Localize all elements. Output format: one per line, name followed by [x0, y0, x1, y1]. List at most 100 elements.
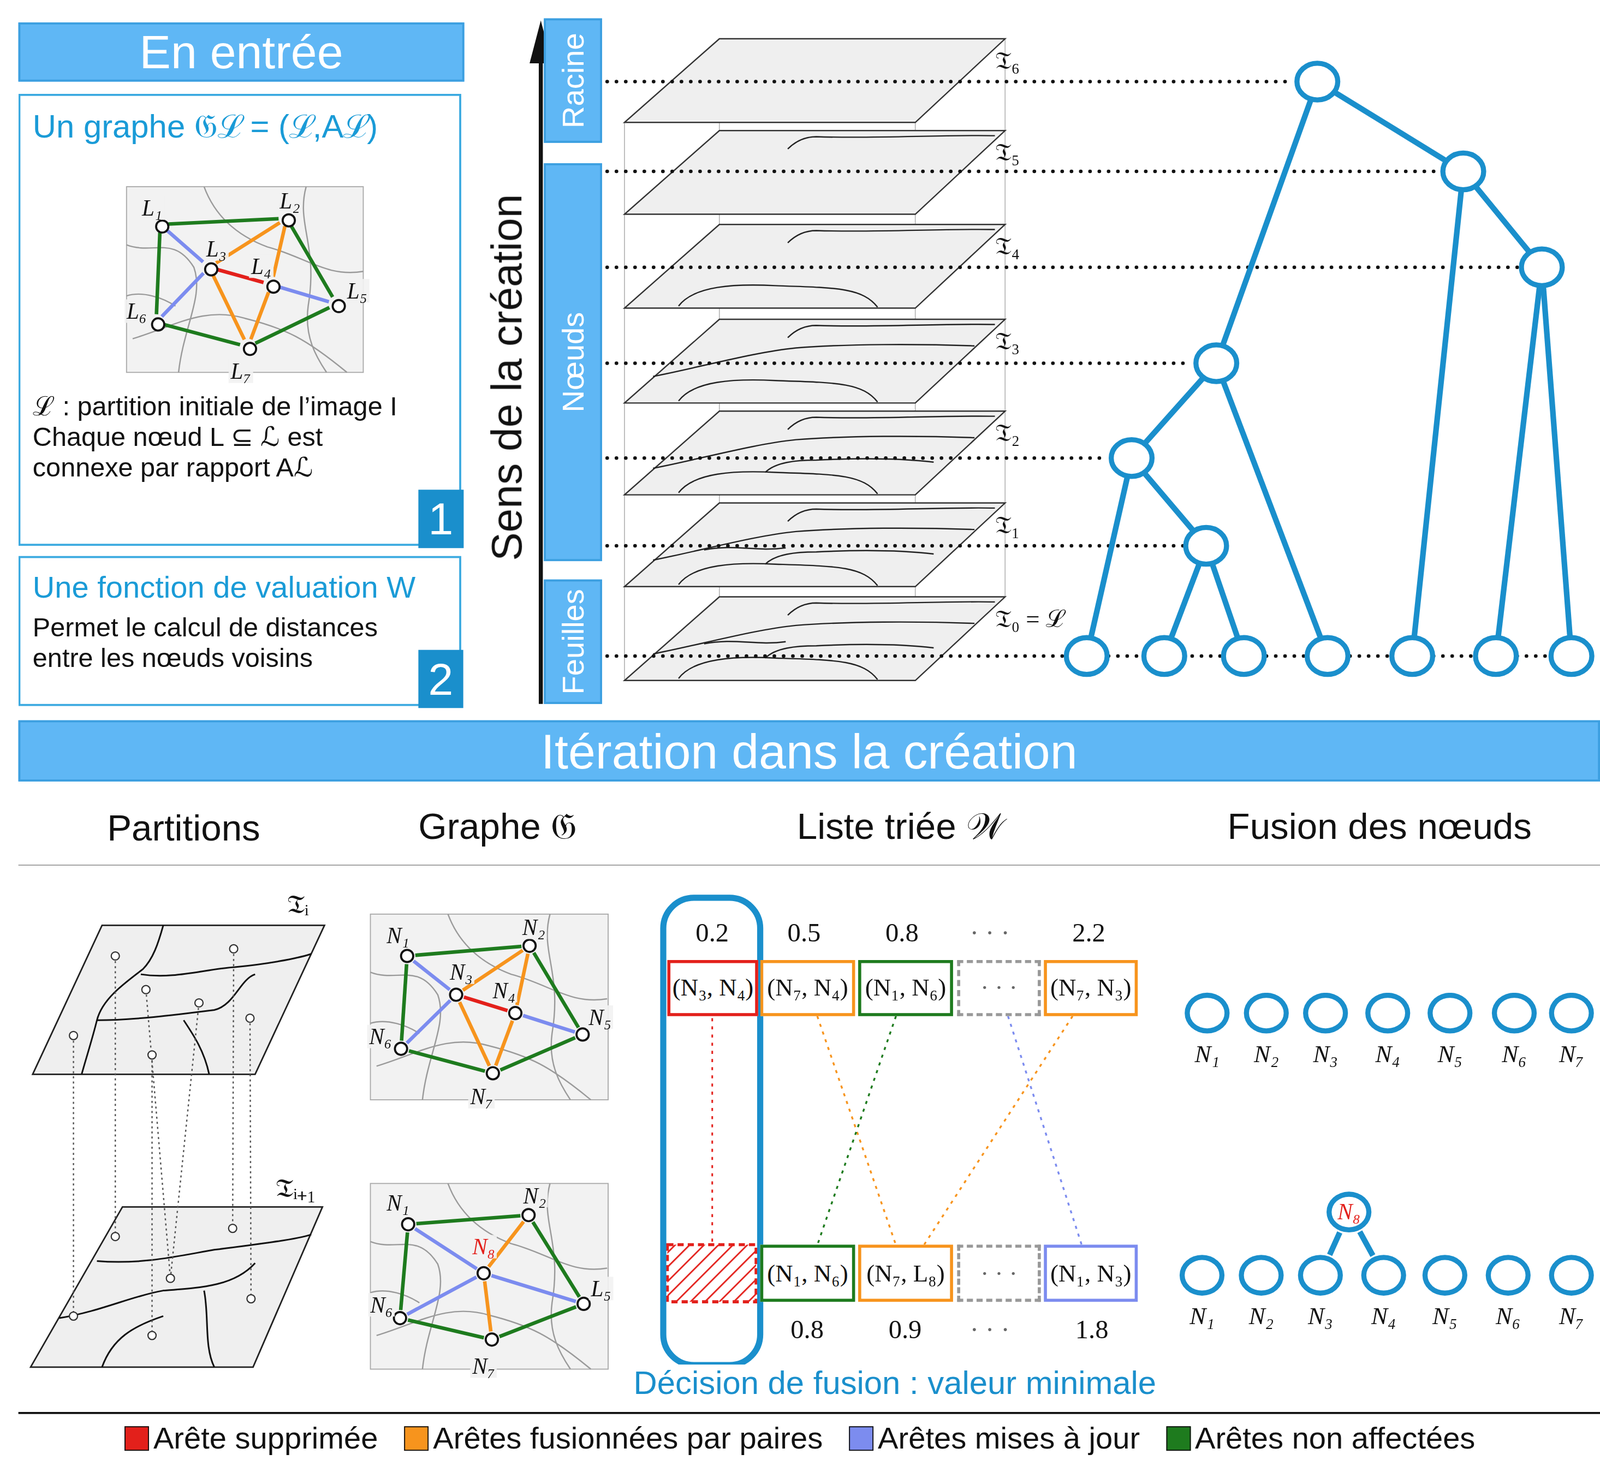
- graph-edge: [459, 1002, 490, 1067]
- graph-edge: [522, 1015, 575, 1033]
- partition-pair: [145, 989, 171, 1279]
- node-text: N₄: [1371, 1303, 1397, 1331]
- hierarchy-tree: [1143, 637, 1185, 675]
- graph-edge: [499, 1306, 576, 1337]
- tree-node: N₇: [1549, 1254, 1594, 1296]
- tree-node: N₃: [1298, 1254, 1343, 1296]
- legend-text: Arêtes fusionnées par paires: [432, 1421, 823, 1457]
- legend-swatch: [404, 1426, 430, 1451]
- merge-decision: [663, 897, 761, 1366]
- hierarchy-tree: [1475, 637, 1517, 675]
- free-label: 2.2: [1072, 918, 1106, 949]
- partition-pair: [111, 952, 120, 961]
- hierarchy-tree: [1495, 267, 1542, 657]
- partition-pair: [97, 974, 256, 1021]
- partition-stack: [624, 319, 1005, 403]
- partition-pair: [229, 944, 239, 954]
- hierarchy-tree: [1521, 248, 1563, 286]
- separator-line: [18, 1412, 1600, 1415]
- partition-pair: [204, 1291, 215, 1368]
- graph-edge: [251, 292, 269, 340]
- graph-vertex: N₁: [401, 1217, 416, 1232]
- partition-stack: [652, 602, 995, 680]
- segmentation-image: [370, 1183, 608, 1370]
- graph-edge: [406, 1000, 451, 1044]
- edge-pair-box: · · ·: [956, 960, 1041, 1017]
- node-text: Permet le calcul de distances entre les …: [32, 613, 426, 675]
- level-line: [607, 265, 1519, 270]
- graph-edge: [516, 953, 528, 1005]
- partition-stack: [652, 344, 975, 377]
- partition-stack: [624, 38, 1005, 681]
- graph-edge: [166, 229, 204, 263]
- free-label: · · ·: [970, 1315, 1010, 1346]
- partition-stack: [624, 597, 1005, 681]
- free-label: Graphe 𝔊: [418, 805, 578, 849]
- node-text: N₂: [520, 916, 547, 940]
- partition-pair: [147, 1331, 157, 1340]
- panel-body: Permet le calcul de distances entre les …: [32, 613, 426, 675]
- merge-decision: [663, 897, 761, 1366]
- node-text: 2: [428, 653, 454, 705]
- node-text: Nœuds: [555, 312, 591, 413]
- node-text: N₁: [384, 1191, 412, 1215]
- graph-vertex: L₅: [576, 1297, 591, 1312]
- graph-vertex: N₂: [521, 1208, 536, 1223]
- node-text: L₅: [345, 278, 370, 303]
- node-text: N₇: [470, 1354, 497, 1378]
- node-text: L₇: [228, 359, 254, 384]
- partition-pair: [30, 925, 325, 1367]
- node-text: N₂: [521, 1184, 549, 1208]
- free-label: 𝔗₅: [995, 139, 1021, 167]
- node-text: ℒ : partition initiale de l’image I: [32, 391, 457, 423]
- graph-vertex: N₁: [400, 948, 415, 963]
- graph-edge: [163, 324, 240, 346]
- tree-node: N₄: [1361, 1254, 1407, 1296]
- graph-edge: [495, 1020, 513, 1066]
- tree-node: N₂: [1238, 1254, 1284, 1296]
- tree-link: [1359, 1232, 1373, 1257]
- legend-text: Arête supprimée: [153, 1421, 378, 1457]
- partition-stack: [678, 471, 878, 494]
- node-text: (N₇, L₈): [866, 1259, 945, 1288]
- graph-edge: [408, 1050, 485, 1072]
- partition-stack: [704, 641, 787, 644]
- partition-pair: [73, 948, 252, 1336]
- graph-vertex: L₇: [242, 341, 258, 356]
- graph-edge: [401, 964, 407, 1041]
- partition-pair: [30, 1206, 323, 1367]
- node-text: · · ·: [980, 1259, 1017, 1288]
- edge-pair-box: (N₁, N₆): [760, 1244, 856, 1302]
- node-text: N₄: [490, 978, 518, 1003]
- partition-pair: [232, 948, 234, 1229]
- node-text: N₈: [470, 1235, 497, 1259]
- node-text: N₁: [1189, 1303, 1215, 1331]
- free-label: Décision de fusion : valeur minimale: [627, 1364, 1163, 1403]
- free-label: Fusion des nœuds: [1227, 805, 1532, 849]
- partition-stack: [678, 284, 878, 307]
- edge-pair-box: (N₁, N₃): [1043, 1244, 1138, 1302]
- free-label: 𝔗ᵢ₊₁: [275, 1173, 317, 1205]
- legend-item: Arêtes fusionnées par paires: [404, 1421, 823, 1457]
- graph-vertex: N₇: [485, 1066, 501, 1081]
- partition-pair: [58, 1234, 312, 1368]
- section-band: En entrée: [18, 22, 465, 82]
- partition-stack: [652, 135, 995, 680]
- partition-pair: [250, 1018, 252, 1300]
- node-text: N₅: [1432, 1303, 1458, 1331]
- free-label: 𝔗₆: [995, 47, 1021, 75]
- node-text: Une fonction de valuation W: [32, 570, 448, 606]
- node-text: N₆: [367, 1293, 395, 1317]
- level-line: [607, 169, 1439, 174]
- graph-edge: [500, 1037, 576, 1070]
- input-panel: Un graphe 𝔊ℒ = (ℒ,Aℒ)ℒ : partition initi…: [18, 93, 462, 546]
- partition-stack: [787, 415, 995, 430]
- node-text: N₇: [1559, 1303, 1585, 1331]
- graph-vertex: L₅: [331, 299, 347, 314]
- node-text: N₂: [1253, 1041, 1280, 1069]
- graph-vertex: N₂: [522, 938, 537, 954]
- node-text: N₈: [1337, 1198, 1361, 1226]
- graph-edge: [290, 225, 333, 297]
- level-line: [607, 81, 1598, 657]
- edge-pair-box: (N₇, N₄): [760, 960, 856, 1017]
